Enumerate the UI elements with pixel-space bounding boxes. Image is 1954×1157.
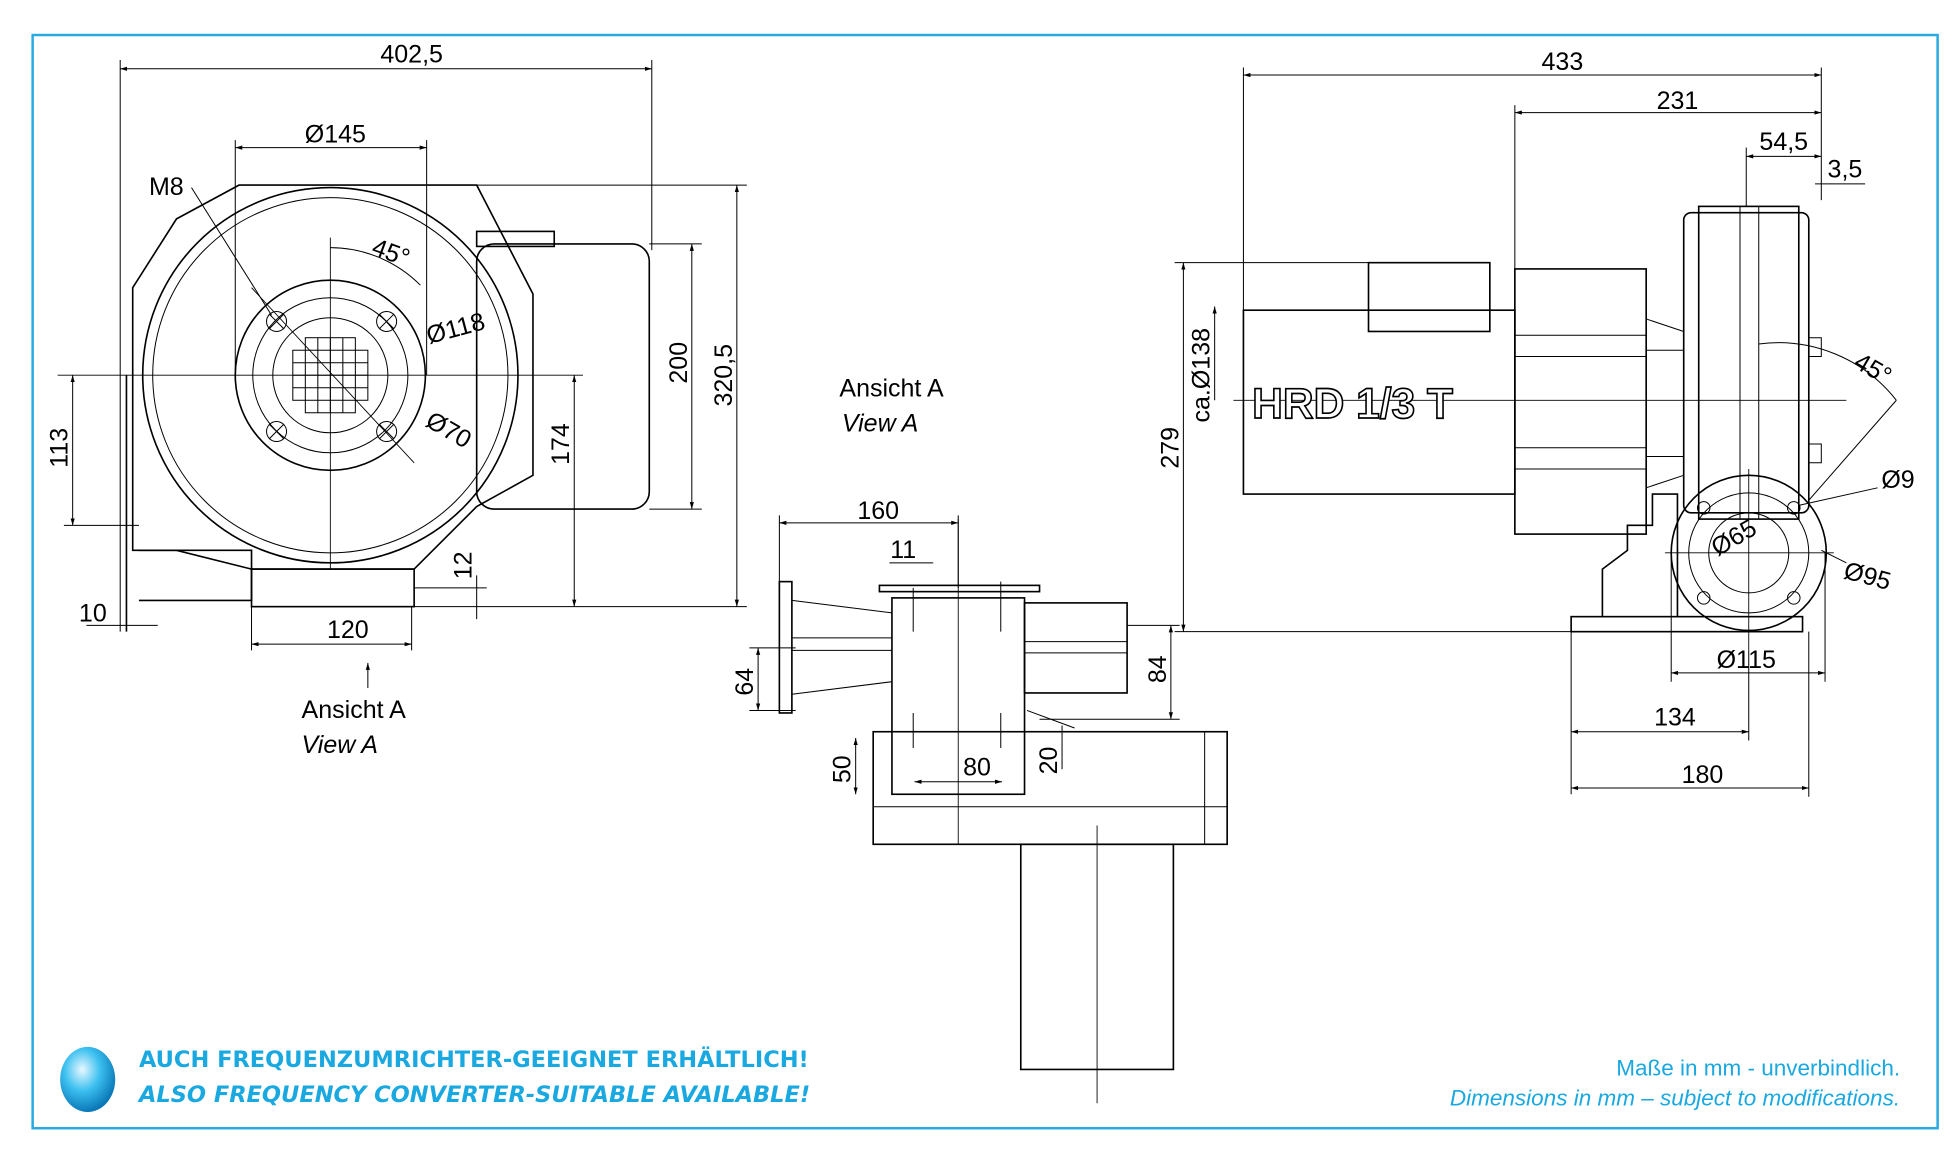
dim-200: 200: [665, 342, 693, 384]
dim-118: Ø118: [423, 307, 488, 349]
dim-80: 80: [963, 754, 991, 782]
dim-115: Ø115: [1717, 646, 1776, 674]
front-view-dimensions: 402,5 Ø145 M8 45° Ø118 Ø70 200 320,5 174…: [46, 41, 747, 759]
dim-12: 12: [450, 551, 478, 579]
dim-95: Ø95: [1841, 557, 1894, 596]
dim-54-5: 54,5: [1759, 128, 1808, 156]
dim-113: 113: [46, 428, 74, 468]
dim-angle-45: 45°: [1850, 347, 1897, 390]
dim-50: 50: [829, 755, 857, 783]
side-view-a: Ansicht A View A: [778, 375, 1228, 1104]
dim-174: 174: [547, 423, 575, 465]
middle-title-de: Ansicht A: [839, 375, 944, 403]
dim-433: 433: [1542, 48, 1584, 76]
top-view: HRD 1/3 T: [1233, 205, 1847, 651]
dim-3-5: 3,5: [1828, 156, 1863, 184]
side-view-dimensions: 160 11 64 84 50 80 20: [731, 497, 1180, 795]
dim-84: 84: [1144, 655, 1172, 683]
bolt-holes: [266, 310, 398, 443]
dim-65: Ø65: [1706, 514, 1761, 562]
dim-20: 20: [1035, 747, 1063, 775]
frequency-note-de: AUCH FREQUENZUMRICHTER-GEEIGNET ERHÄLTLI…: [139, 1045, 809, 1073]
dim-231: 231: [1657, 87, 1699, 115]
info-ball-icon: [60, 1046, 116, 1112]
dim-45: 45°: [368, 233, 413, 272]
dim-145: Ø145: [305, 121, 366, 149]
dim-134: 134: [1654, 703, 1696, 731]
front-view: [57, 184, 651, 632]
drawing-frame: [31, 33, 1939, 1130]
disclaimer-en: Dimensions in mm – subject to modificati…: [1450, 1086, 1900, 1111]
dim-10: 10: [79, 600, 107, 628]
dim-180: 180: [1682, 761, 1724, 789]
dim-402-5: 402,5: [380, 41, 443, 69]
dim-120: 120: [327, 616, 369, 644]
model-label: HRD 1/3 T: [1252, 381, 1453, 428]
view-a-label-de: Ansicht A: [302, 696, 407, 724]
dim-9: Ø9: [1881, 466, 1914, 494]
dim-11: 11: [890, 536, 916, 564]
frequency-note-en: ALSO FREQUENCY CONVERTER-SUITABLE AVAILA…: [137, 1082, 810, 1108]
flange-holes: [1696, 501, 1801, 605]
dim-64: 64: [731, 668, 759, 696]
middle-title-en: View A: [842, 410, 918, 438]
dim-320-5: 320,5: [710, 344, 738, 407]
dim-70: Ø70: [421, 406, 476, 454]
dim-m8: M8: [149, 173, 184, 201]
dim-160: 160: [857, 497, 899, 525]
dim-138: ca.Ø138: [1188, 328, 1216, 423]
dim-279: 279: [1156, 427, 1184, 469]
view-a-label-en: View A: [302, 731, 378, 759]
disclaimer-de: Maße in mm - unverbindlich.: [1616, 1056, 1900, 1081]
